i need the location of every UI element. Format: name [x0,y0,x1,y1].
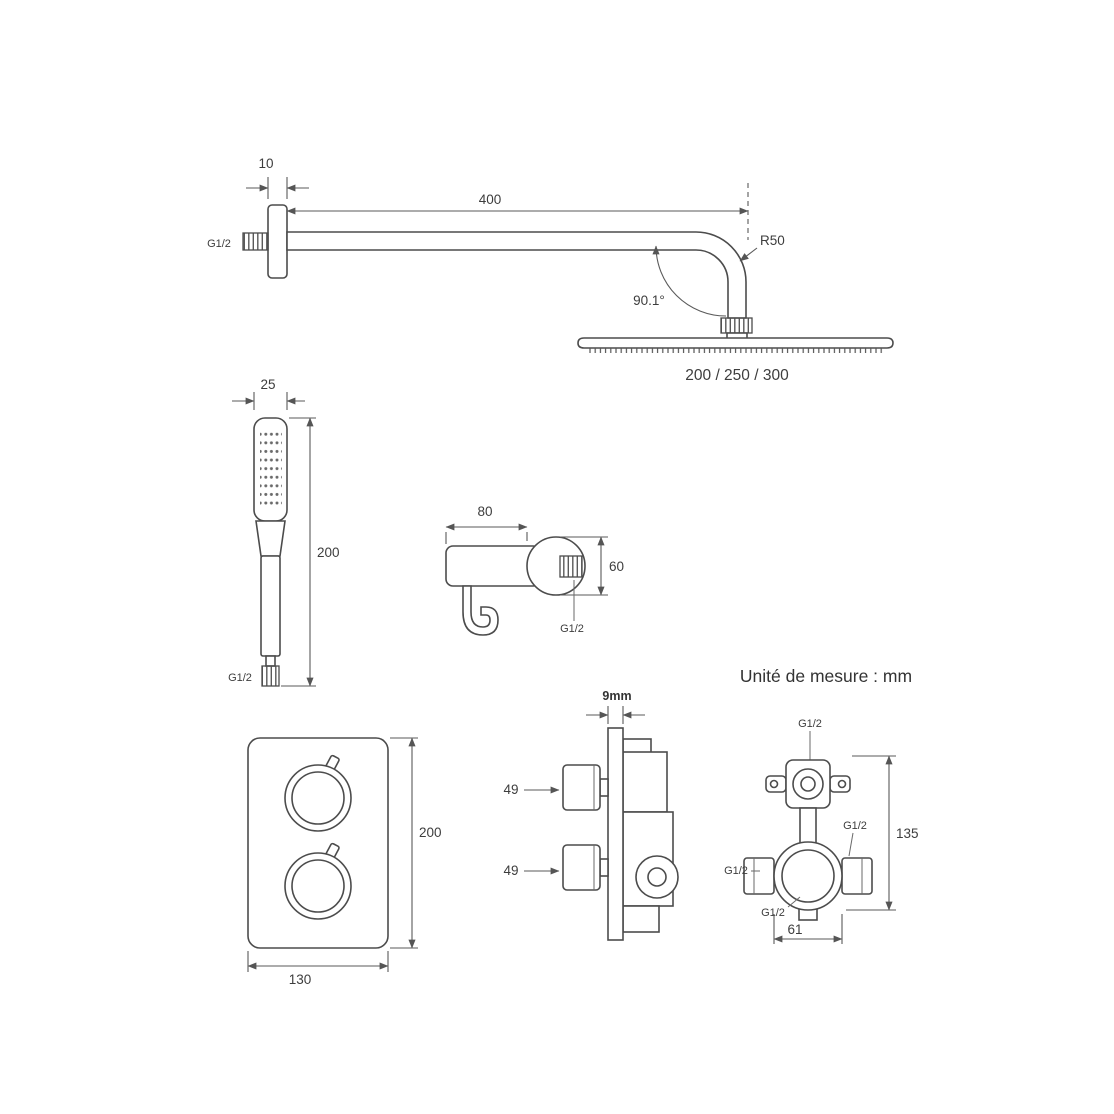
knob-top-dim: 49 [503,782,518,797]
valve-trim-plate [607,727,624,941]
handshower-neck [265,655,276,667]
bend-angle-label: 90.1° [633,293,665,308]
valve-rear-drawing: G1/2 G1/2 G1/2 G1/2 135 [724,718,919,944]
valve-outlet-port [635,855,679,899]
rear-thread-left-label: G1/2 [724,865,748,877]
valve-width-dim: 130 [289,972,312,987]
valve-body-bottom-step [622,905,660,933]
outlet-body [445,545,541,587]
plate-thickness-dim: 9mm [602,689,631,703]
bend-radius-label: R50 [760,233,785,248]
handshower-spray-face [260,428,282,506]
side-knob-bottom [562,844,601,891]
shower-head-nozzles [586,348,885,353]
valve-plate [247,737,389,949]
arm-tube [286,231,747,319]
knob-bottom-dim: 49 [503,863,518,878]
arm-length-dim: 400 [479,192,502,207]
rear-right-port [841,857,873,895]
rear-thread-bottom-label: G1/2 [761,907,785,919]
wall-outlet-drawing: 80 60 G1/2 [445,504,624,636]
handshower-handle [260,555,281,657]
valve-knob-top [284,754,352,832]
outlet-thread-label: G1/2 [560,623,584,635]
arm-wall-flange [267,204,288,279]
valve-front-drawing: 200 130 [247,737,442,987]
valve-side-drawing: 9mm 49 49 [503,689,679,941]
units-note: Unité de mesure : mm [740,666,912,686]
valve-height-dim: 200 [419,825,442,840]
arm-connector-nut [720,317,753,334]
head-diameters-label: 200 / 250 / 300 [685,367,789,384]
rear-left-port [743,857,775,895]
arm-thread-label: G1/2 [207,238,231,250]
shower-arm-drawing: 400 10 G1/2 R50 90.1° 200 / 250 / 300 [207,156,894,384]
valve-knob-bottom [284,842,352,920]
rear-thread-top-label: G1/2 [798,718,822,730]
hand-shower-drawing: 25 200 G1/2 [228,377,340,687]
rear-thread-right-label: G1/2 [843,820,867,832]
valve-body-upper [622,751,668,813]
angle-arc [652,245,727,317]
outlet-diameter-dim: 60 [609,559,624,574]
rear-width-dim: 61 [787,922,802,937]
outlet-length-dim: 80 [477,504,492,519]
rear-pipe [799,807,817,845]
outlet-thread [559,555,583,578]
flange-thickness-dim: 10 [258,156,273,171]
handshower-length-dim: 200 [317,545,340,560]
rear-height-dim: 135 [896,826,919,841]
rear-valve-body [773,841,843,911]
arm-thread-inlet [242,232,269,251]
shower-head [577,337,894,349]
handshower-connector [261,665,280,687]
side-knob-top [562,764,601,811]
handshower-thread-label: G1/2 [228,672,252,684]
outlet-hook [462,585,499,636]
handshower-taper [255,520,286,557]
handshower-width-dim: 25 [260,377,275,392]
outlet-flange [526,536,586,596]
